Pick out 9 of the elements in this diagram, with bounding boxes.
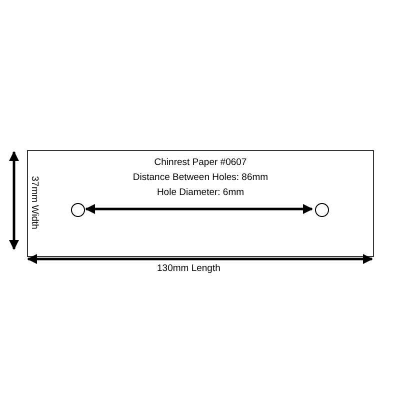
paper-info-text: Distance Between Holes: 86mm (132, 172, 268, 183)
paper-info-text: Chinrest Paper #0607 (154, 157, 247, 168)
dimension-label: 37mm Width (29, 176, 40, 230)
hole-circle (315, 203, 329, 217)
hole-circle (71, 203, 85, 217)
paper-outline (27, 150, 374, 257)
arrow (85, 204, 313, 214)
paper-info-text: Hole Diameter: 6mm (156, 187, 244, 198)
dimension-label: 130mm Length (157, 263, 220, 274)
